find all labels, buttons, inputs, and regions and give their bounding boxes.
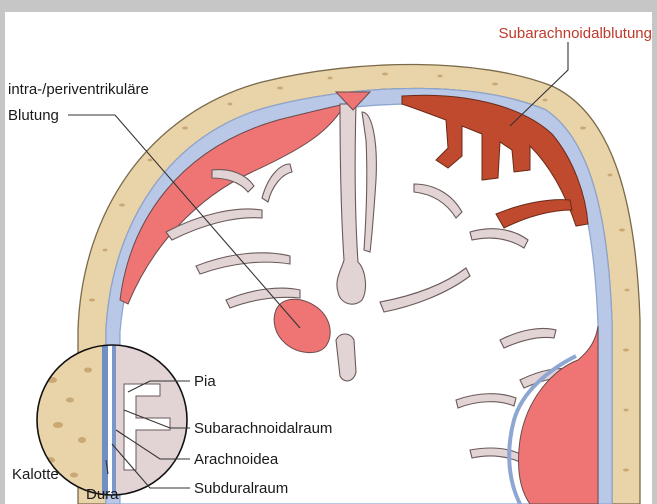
label-dura: Dura xyxy=(86,486,119,503)
label-intraventricular-line1: intra-/periventrikuläre xyxy=(8,81,149,98)
label-arachnoid: Arachnoidea xyxy=(194,451,279,468)
left-frame-bar xyxy=(0,0,5,504)
label-subdural-space: Subduralraum xyxy=(194,480,288,497)
label-skull: Kalotte xyxy=(12,466,59,483)
label-intraventricular-line2: Blutung xyxy=(8,107,59,124)
label-subarachnoid-bleed: Subarachnoidalblutung xyxy=(499,25,652,42)
right-frame-bar xyxy=(652,0,657,504)
label-pia: Pia xyxy=(194,373,216,390)
label-subarachnoid-space: Subarachnoidalraum xyxy=(194,420,332,437)
top-frame-bar xyxy=(0,0,657,12)
